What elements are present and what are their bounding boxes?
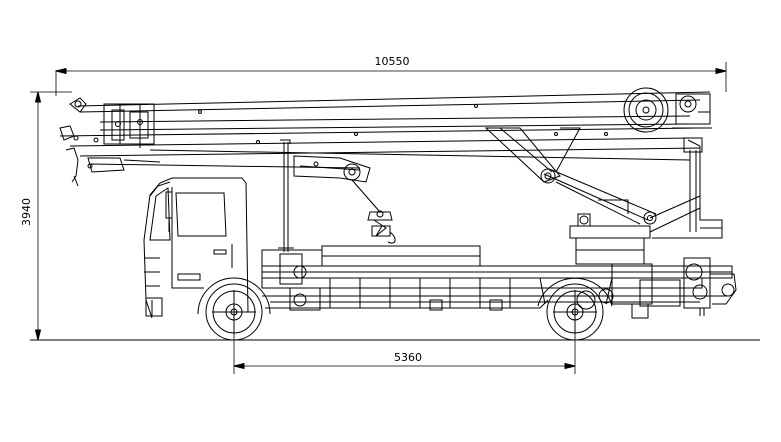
telescopic-boom (59, 87, 712, 187)
crane-hook-assembly (278, 139, 396, 252)
boom-support-column (569, 137, 723, 265)
lifting-cylinder (540, 168, 657, 225)
front-wheel (197, 277, 271, 341)
overall-length-label: 10550 (375, 55, 410, 68)
rear-wheel (537, 277, 613, 341)
truck-cab (143, 177, 249, 319)
dimension-wheelbase: 5360 (233, 312, 576, 374)
overall-height-label: 3940 (20, 198, 33, 226)
chassis-frame (261, 245, 737, 319)
wheelbase-label: 5360 (394, 351, 422, 364)
dimension-overall-length: 10550 (55, 55, 727, 96)
dimension-overall-height: 3940 (20, 91, 72, 341)
